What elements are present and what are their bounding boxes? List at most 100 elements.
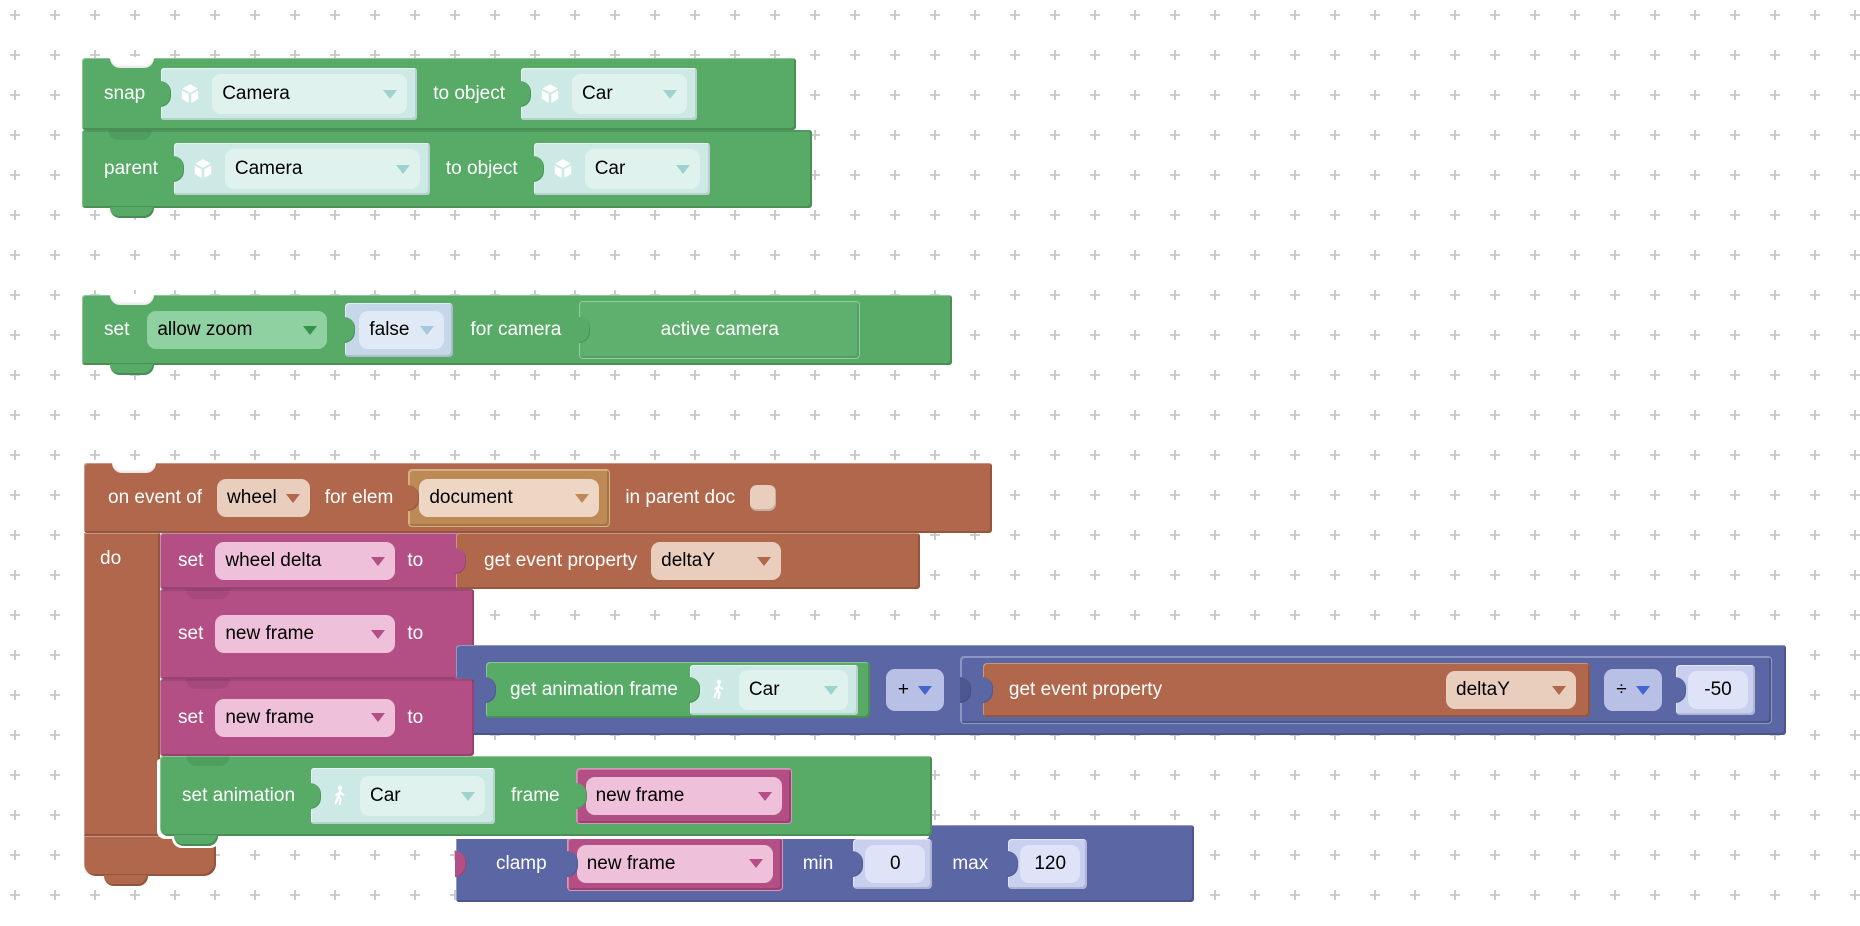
camera-param-dropdown[interactable]: allow zoom — [147, 311, 328, 349]
number-block-max[interactable]: 120 — [1007, 838, 1088, 889]
puzzle-tab — [408, 485, 420, 511]
max-label: max — [952, 852, 989, 874]
clamp-block[interactable]: clamp new frame min 0 max 120 — [455, 825, 1194, 902]
number-block[interactable]: -50 — [1675, 665, 1755, 715]
parent-block[interactable]: parent Camera to object Car — [82, 130, 812, 218]
variable-dropdown[interactable]: new frame — [215, 698, 396, 737]
dropdown-arrow-icon — [917, 685, 932, 695]
number-block-min[interactable]: 0 — [852, 838, 933, 889]
get-event-property-label: get event property — [1008, 679, 1163, 700]
to-object-label: to object — [445, 158, 518, 179]
statement-notch — [110, 57, 154, 68]
nested-arithmetic-block[interactable]: get event property deltaY ÷ -50 — [959, 656, 1772, 724]
element-name: document — [429, 487, 513, 508]
statement-notch — [186, 756, 230, 766]
dropdown-arrow-icon — [371, 556, 386, 566]
event-block-spine[interactable]: do — [84, 533, 160, 836]
puzzle-tab — [1675, 677, 1686, 703]
arithmetic-block[interactable]: get animation frame Car + get event prop… — [455, 645, 1786, 735]
dropdown-arrow-icon — [748, 859, 763, 868]
next-connector — [110, 207, 154, 218]
variable-name: new frame — [586, 852, 676, 874]
object-selector-car[interactable]: Car — [520, 68, 698, 120]
dropdown-arrow-icon — [383, 89, 398, 99]
property-name: deltaY — [1456, 679, 1510, 700]
operator-dropdown-add[interactable]: + — [885, 669, 944, 711]
object-name: Car — [370, 785, 401, 806]
dropdown-arrow-icon — [757, 791, 772, 801]
puzzle-tab — [532, 156, 544, 182]
set-camera-param-block[interactable]: set allow zoom false for camera active c… — [82, 294, 952, 375]
dropdown-arrow-icon — [663, 89, 678, 99]
operator: + — [897, 679, 909, 700]
object-name: Camera — [222, 83, 290, 104]
dropdown-arrow-icon — [823, 685, 838, 695]
for-elem-label: for elem — [324, 487, 394, 508]
to-label: to — [407, 550, 424, 571]
variable-dropdown[interactable]: new frame — [215, 615, 396, 653]
object-name: Car — [748, 679, 780, 700]
cube-icon — [190, 156, 216, 182]
element-block[interactable]: document — [408, 469, 611, 527]
operator-dropdown-divide[interactable]: ÷ — [1604, 669, 1662, 711]
event-property-dropdown[interactable]: deltaY — [1446, 671, 1576, 709]
set-label: set — [178, 623, 204, 644]
get-event-property-block[interactable]: get event property deltaY — [455, 533, 920, 589]
cube-icon — [550, 156, 576, 182]
statement-notch — [186, 589, 230, 599]
variable-block-new-frame[interactable]: new frame — [575, 768, 792, 824]
snap-block[interactable]: snap Camera to object Car — [82, 57, 796, 130]
statement-notch — [110, 294, 154, 305]
object-selector-car[interactable]: Car — [532, 143, 710, 195]
get-animation-frame-block[interactable]: get animation frame Car — [485, 662, 870, 718]
set-variable-block-wheel-delta[interactable]: set wheel delta to — [160, 533, 474, 589]
boolean-block[interactable]: false — [344, 303, 453, 357]
snap-label: snap — [104, 83, 146, 104]
active-camera-block[interactable]: active camera — [579, 301, 861, 359]
puzzle-tab — [959, 677, 971, 703]
dropdown-arrow-icon — [1635, 685, 1650, 695]
on-event-block[interactable]: on event of wheel for elem document in p… — [84, 462, 992, 533]
frame-label: frame — [511, 785, 560, 806]
dropdown-arrow-icon — [371, 629, 386, 639]
in-parent-doc-checkbox[interactable] — [750, 485, 777, 511]
object-name: Car — [582, 83, 613, 104]
set-animation-label: set animation — [182, 785, 296, 806]
active-camera-label: active camera — [660, 319, 779, 340]
get-animation-frame-label: get animation frame — [510, 679, 678, 700]
dropdown-arrow-icon — [1552, 685, 1566, 695]
property-name: deltaY — [661, 550, 716, 571]
event-type: wheel — [227, 487, 277, 508]
walking-person-icon — [706, 678, 730, 702]
get-event-property-block[interactable]: get event property deltaY — [981, 663, 1590, 717]
set-animation-block[interactable]: set animation Car frame new frame — [160, 756, 932, 846]
in-parent-doc-label: in parent doc — [625, 487, 736, 508]
puzzle-tab — [455, 850, 466, 877]
set-variable-block-new-frame[interactable]: set new frame to — [160, 679, 474, 756]
puzzle-tab — [485, 677, 496, 703]
on-event-of-label: on event of — [108, 487, 203, 508]
event-type-dropdown[interactable]: wheel — [217, 479, 310, 517]
object-selector-camera[interactable]: Camera — [160, 68, 418, 120]
param-name: allow zoom — [157, 319, 253, 340]
animation-selector-car[interactable]: Car — [310, 768, 496, 824]
dropdown-arrow-icon — [461, 791, 476, 801]
animation-selector-car[interactable]: Car — [688, 665, 858, 715]
number-input[interactable]: 0 — [865, 844, 926, 883]
number-input[interactable]: 120 — [1020, 844, 1081, 883]
dropdown-arrow-icon — [371, 713, 386, 722]
statement-notch — [186, 679, 230, 689]
variable-dropdown[interactable]: wheel delta — [215, 542, 396, 580]
number-input[interactable]: -50 — [1688, 671, 1748, 709]
puzzle-tab — [981, 677, 993, 703]
event-property-dropdown[interactable]: deltaY — [651, 542, 782, 580]
next-connector — [104, 875, 148, 886]
statement-notch — [112, 462, 156, 473]
object-selector-camera[interactable]: Camera — [172, 143, 430, 195]
dropdown-arrow-icon — [757, 556, 772, 566]
to-object-label: to object — [433, 83, 506, 104]
variable-block-new-frame[interactable]: new frame — [566, 836, 783, 891]
set-variable-block-new-frame[interactable]: set new frame to — [160, 589, 474, 679]
next-connector — [174, 835, 218, 846]
